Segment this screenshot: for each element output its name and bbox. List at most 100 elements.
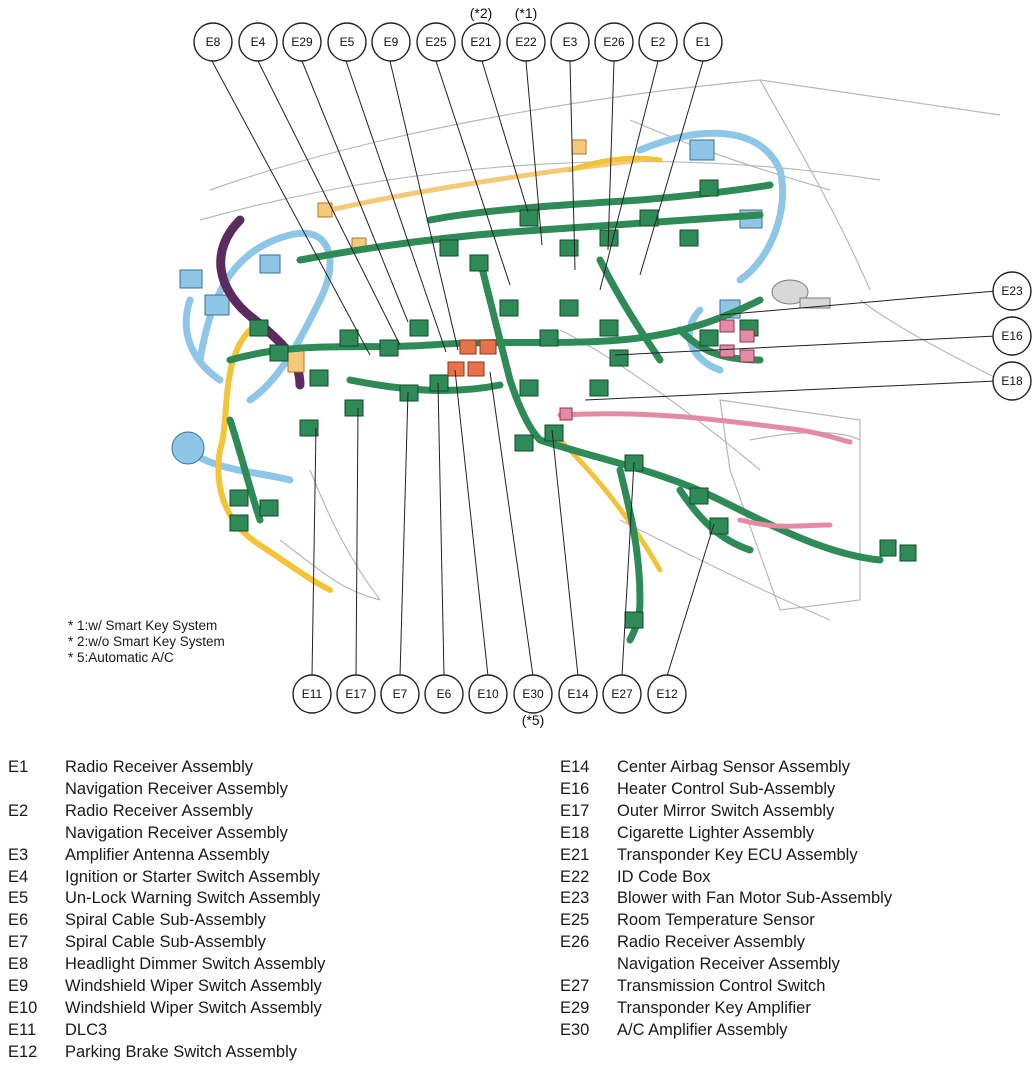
callout-circle [647, 674, 687, 714]
legend-item-e5: E5 Un-Lock Warning Switch Assembly [8, 888, 325, 910]
callout-label: E10 [477, 687, 499, 701]
legend-code: E21 [560, 845, 590, 864]
legend-code: E8 [8, 955, 29, 974]
callout-e16: E16 [992, 316, 1032, 356]
legend-description: Heater Control Sub-Assembly [617, 779, 835, 801]
legend-description: Transponder Key ECU Assembly [617, 845, 858, 867]
callout-e17: E17 [336, 674, 376, 714]
callout-circle [683, 22, 723, 62]
callout-e30: E30 [513, 674, 553, 714]
callout-e8: E8 [193, 22, 233, 62]
callout-circle [513, 674, 553, 714]
legend-description-line: Un-Lock Warning Switch Assembly [65, 889, 321, 908]
legend-description-line: Headlight Dimmer Switch Assembly [65, 955, 326, 974]
callout-label: E18 [1001, 374, 1023, 388]
legend-description: Blower with Fan Motor Sub-Assembly [617, 888, 892, 910]
callout-circle [193, 22, 233, 62]
legend-item-e21: E21 Transponder Key ECU Assembly [560, 845, 892, 867]
callout-label: E5 [340, 35, 355, 49]
callout-label: E11 [302, 687, 323, 701]
legend-code: E26 [560, 933, 590, 952]
green-main-harness [226, 181, 884, 644]
legend-description-line: Radio Receiver Assembly [617, 933, 805, 952]
callout-e6: E6 [424, 674, 464, 714]
callout-notes: (*2)(*1)(*5) [470, 5, 545, 728]
legend-description-line: Radio Receiver Assembly [65, 758, 253, 776]
callout-e29: E29 [282, 22, 322, 62]
legend-description: A/C Amplifier Assembly [617, 1020, 788, 1042]
legend-code: E10 [8, 998, 38, 1017]
callout-label: E4 [251, 35, 266, 49]
legend-item-e8: E8 Headlight Dimmer Switch Assembly [8, 954, 325, 976]
legend-description-line: Transponder Key ECU Assembly [617, 845, 858, 864]
callout-circle [380, 674, 420, 714]
callout-e5: E5 [327, 22, 367, 62]
legend-item-e27: E27 Transmission Control Switch [560, 976, 892, 998]
legend-code: E22 [560, 867, 590, 886]
legend-description-line: Parking Brake Switch Assembly [65, 1042, 298, 1061]
callout-circle [238, 22, 278, 62]
callout-circle [506, 22, 546, 62]
callout-label: E6 [437, 687, 452, 701]
footnotes: * 1:w/ Smart Key System * 2:w/o Smart Ke… [68, 618, 225, 666]
legend-description: Windshield Wiper Switch Assembly [65, 998, 322, 1020]
callout-circle [992, 271, 1032, 311]
legend-description: ID Code Box [617, 867, 711, 889]
legend-code: E27 [560, 977, 590, 996]
callout-circle [558, 674, 598, 714]
legend-description: Ignition or Starter Switch Assembly [65, 867, 320, 889]
callout-circle [282, 22, 322, 62]
callout-circle [594, 22, 634, 62]
footnote: * 5:Automatic A/C [68, 650, 174, 665]
blower-duct [771, 279, 831, 309]
legend-description: Amplifier Antenna Assembly [65, 845, 270, 867]
legend-code: E29 [560, 998, 590, 1017]
callout-circle [468, 674, 508, 714]
legend-description-line: A/C Amplifier Assembly [617, 1020, 788, 1039]
callout-note: (*1) [515, 5, 538, 21]
callout-circle [992, 316, 1032, 356]
legend-description: Headlight Dimmer Switch Assembly [65, 954, 325, 976]
callout-circle [327, 22, 367, 62]
callout-label: E9 [384, 35, 399, 49]
legend-item-e10: E10 Windshield Wiper Switch Assembly [8, 998, 325, 1020]
legend-description: Room Temperature Sensor [617, 910, 815, 932]
green-connectors [229, 179, 917, 629]
legend-description: Outer Mirror Switch Assembly [617, 801, 834, 823]
legend-code: E9 [8, 977, 29, 996]
legend-description: Un-Lock Warning Switch Assembly [65, 888, 320, 910]
legend-item-e7: E7 Spiral Cable Sub-Assembly [8, 932, 325, 954]
legend-description-line: Amplifier Antenna Assembly [65, 845, 270, 864]
legend-description-line: Windshield Wiper Switch Assembly [65, 977, 322, 996]
legend-item-e22: E22 ID Code Box [560, 867, 892, 889]
legend-code: E7 [8, 933, 29, 952]
legend-description: Center Airbag Sensor Assembly [617, 757, 850, 779]
leader-lines [211, 60, 997, 677]
callout-circle [602, 674, 642, 714]
callout-e10: E10 [468, 674, 508, 714]
callout-label: E21 [470, 35, 492, 49]
callout-note: (*2) [470, 5, 493, 21]
legend-code: E23 [560, 889, 590, 908]
legend-code: E5 [8, 889, 29, 908]
callout-label: E26 [603, 35, 625, 49]
legend-description: Spiral Cable Sub-Assembly [65, 932, 266, 954]
callout-label: E29 [291, 35, 313, 49]
callout-e1: E1 [683, 22, 723, 62]
callout-e7: E7 [380, 674, 420, 714]
legend-item-e23: E23 Blower with Fan Motor Sub-Assembly [560, 888, 892, 910]
callout-label: E22 [515, 35, 537, 49]
legend-description-line: Transmission Control Switch [617, 977, 826, 996]
